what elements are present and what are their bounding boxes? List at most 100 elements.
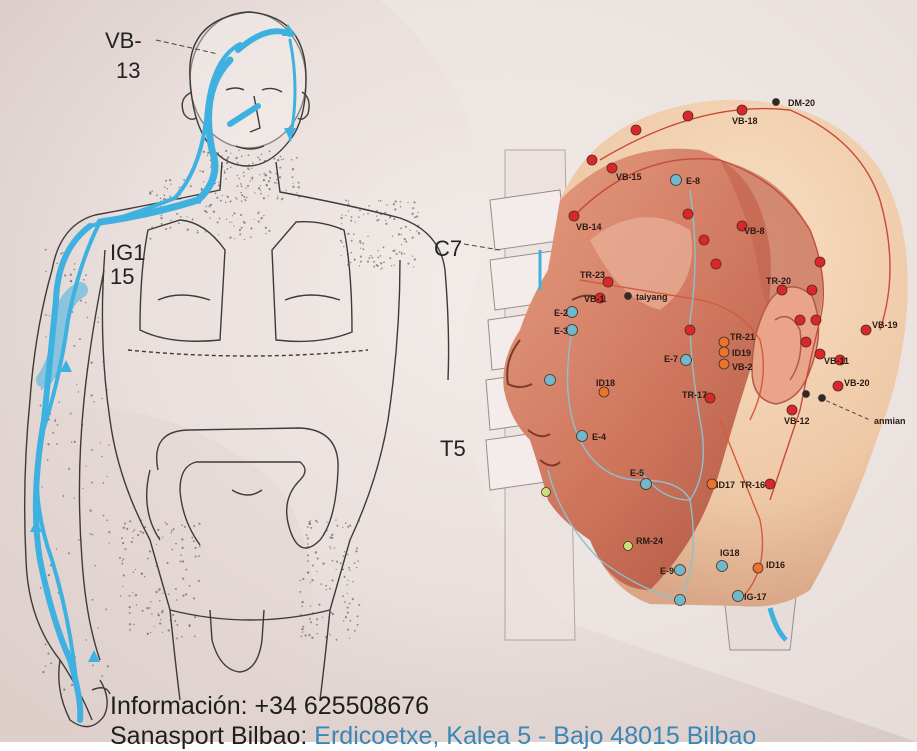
stipple-dot	[131, 541, 133, 543]
acupoint-e-5	[641, 479, 652, 490]
stipple-dot	[199, 546, 201, 548]
stipple-dot	[347, 593, 348, 594]
stipple-dot	[119, 557, 121, 559]
stipple-dot	[158, 615, 160, 617]
stipple-dot	[74, 441, 76, 443]
stipple-dot	[357, 560, 359, 562]
stipple-dot	[187, 216, 188, 217]
stipple-dot	[168, 593, 170, 595]
stipple-dot	[399, 251, 400, 252]
stipple-dot	[400, 201, 402, 203]
stipple-dot	[237, 185, 239, 187]
stipple-dot	[301, 601, 303, 603]
stipple-dot	[87, 317, 88, 318]
stipple-dot	[155, 566, 156, 567]
stipple-dot	[257, 212, 259, 214]
stipple-dot	[381, 267, 383, 269]
acupoint-label: E-8	[686, 176, 700, 186]
label-vb13: VB-	[105, 28, 142, 54]
stipple-dot	[340, 228, 342, 230]
stipple-dot	[344, 551, 345, 552]
stipple-dot	[329, 546, 331, 548]
stipple-dot	[344, 577, 345, 578]
stipple-dot	[92, 664, 94, 666]
stipple-dot	[78, 463, 79, 464]
stipple-dot	[310, 527, 312, 529]
stipple-dot	[349, 570, 351, 572]
stipple-dot	[260, 189, 261, 190]
stipple-dot	[195, 547, 197, 549]
stipple-dot	[91, 534, 93, 536]
stipple-dot	[331, 560, 333, 562]
stipple-dot	[182, 560, 184, 562]
stipple-dot	[150, 601, 151, 602]
stipple-dot	[241, 194, 243, 196]
stipple-dot	[56, 263, 58, 265]
acupoint-label: ID17	[716, 480, 735, 490]
stipple-dot	[52, 432, 54, 434]
stipple-dot	[358, 604, 360, 606]
stipple-dot	[244, 239, 245, 240]
stipple-dot	[80, 300, 82, 302]
stipple-dot	[90, 509, 92, 511]
stipple-dot	[232, 215, 233, 216]
stipple-dot	[360, 261, 362, 263]
stipple-dot	[193, 597, 195, 599]
stipple-dot	[252, 162, 254, 164]
acupoint-anmian	[819, 395, 826, 402]
stipple-dot	[175, 588, 177, 590]
stipple-dot	[74, 497, 75, 498]
stipple-dot	[101, 398, 103, 400]
stipple-dot	[257, 157, 259, 159]
stipple-dot	[129, 612, 131, 614]
stipple-dot	[141, 520, 142, 521]
stipple-dot	[42, 671, 44, 673]
stipple-dot	[267, 195, 268, 196]
stipple-dot	[315, 551, 317, 553]
stipple-dot	[380, 269, 381, 270]
stipple-dot	[322, 562, 324, 564]
stipple-dot	[405, 226, 407, 228]
stipple-dot	[376, 264, 378, 266]
stipple-dot	[229, 236, 231, 238]
stipple-dot	[199, 170, 201, 172]
stipple-dot	[224, 170, 226, 172]
stipple-dot	[296, 192, 297, 193]
acupoint-dot	[795, 315, 805, 325]
stipple-dot	[191, 537, 193, 539]
stipple-dot	[198, 523, 200, 525]
stipple-dot	[265, 233, 266, 234]
acupoint-e-4	[577, 431, 588, 442]
stipple-dot	[349, 638, 350, 639]
acupoint-vb-19	[861, 325, 871, 335]
stipple-dot	[310, 582, 311, 583]
stipple-dot	[248, 164, 249, 165]
stipple-dot	[401, 254, 402, 255]
stipple-dot	[157, 529, 159, 531]
stipple-dot	[393, 218, 395, 220]
stipple-dot	[360, 256, 362, 258]
stipple-dot	[203, 181, 204, 182]
stipple-dot	[357, 615, 359, 617]
stipple-dot	[281, 159, 282, 160]
stipple-dot	[227, 196, 229, 198]
stipple-dot	[41, 486, 43, 488]
stipple-dot	[89, 533, 91, 535]
stipple-dot	[129, 629, 131, 631]
stipple-dot	[93, 401, 95, 403]
acupoint-rm-24	[624, 542, 633, 551]
stipple-dot	[347, 612, 349, 614]
stipple-dot	[142, 610, 144, 612]
stipple-dot	[292, 186, 294, 188]
stipple-dot	[173, 528, 175, 530]
acupoint-label: TR-23	[580, 270, 605, 280]
stipple-dot	[180, 555, 182, 557]
stipple-dot	[225, 178, 227, 180]
acupoint-label: ID18	[596, 378, 615, 388]
stipple-dot	[151, 226, 153, 228]
stipple-dot	[411, 213, 413, 215]
stipple-dot	[220, 200, 222, 202]
stipple-dot	[239, 229, 241, 231]
stipple-dot	[410, 229, 411, 230]
stipple-dot	[263, 215, 264, 216]
